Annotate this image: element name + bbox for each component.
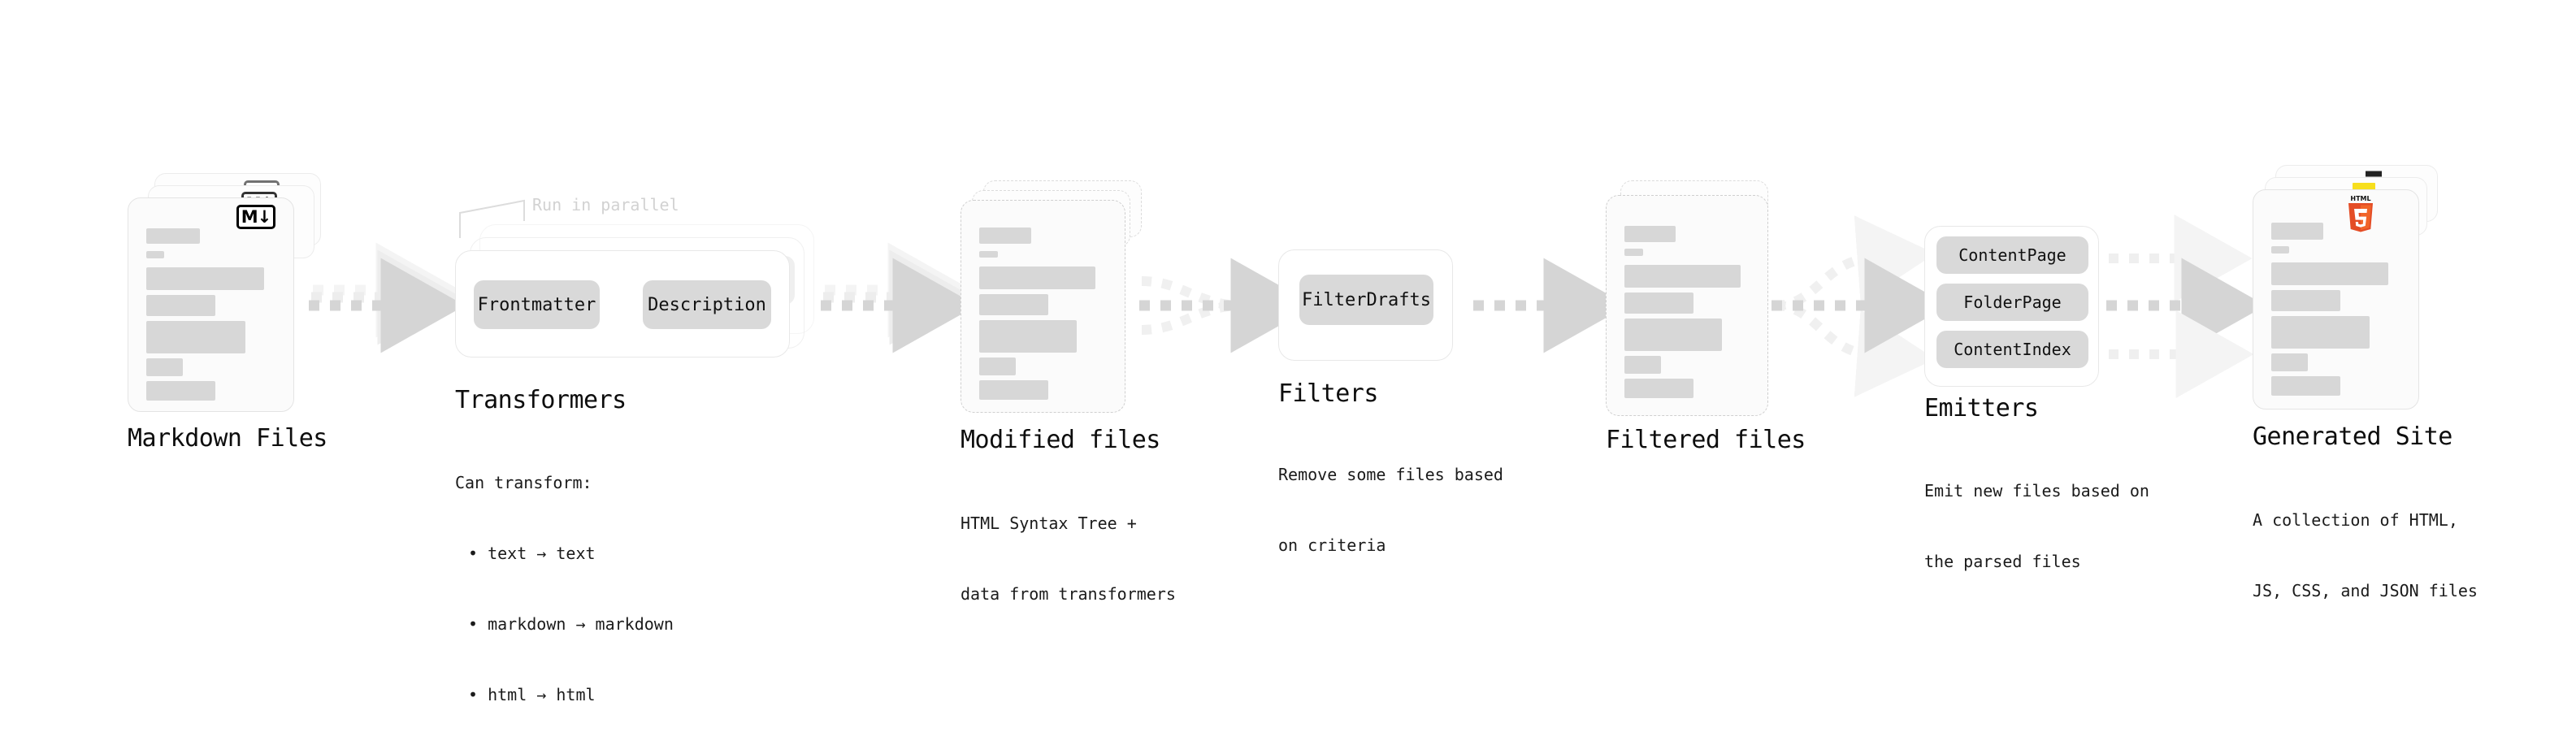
skeleton-bar <box>979 294 1048 315</box>
chip-contentindex[interactable]: ContentIndex <box>1936 331 2088 368</box>
stage-title-filters: Filters <box>1278 379 1378 408</box>
transformers-sub-line: • text → text <box>468 544 596 563</box>
emitters-panel: ContentPage FolderPage ContentIndex <box>1924 226 2099 387</box>
skeleton-bar <box>1624 226 1676 242</box>
transformers-sub-line: • html → html <box>468 685 596 704</box>
skeleton-bar <box>979 320 1077 353</box>
skeleton-bar <box>1624 356 1661 374</box>
connector-filtered-to-emitters <box>1772 215 1949 397</box>
filters-sub-line: on criteria <box>1278 535 1386 555</box>
skeleton-bar <box>979 266 1095 289</box>
markdown-card-front <box>128 197 294 412</box>
emitters-sub-line: Emit new files based on <box>1924 481 2149 500</box>
skeleton-bar <box>2271 376 2340 396</box>
skeleton-bar <box>1624 379 1693 398</box>
skeleton-bar <box>1624 318 1722 351</box>
connector-md-to-transformers <box>309 242 466 353</box>
site-sub-line: JS, CSS, and JSON files <box>2253 581 2478 600</box>
skeleton-bar <box>146 251 164 258</box>
html5-icon: HTML <box>2344 193 2377 232</box>
transformers-sub-line: Can transform: <box>455 473 592 492</box>
emitters-sub-line: the parsed files <box>1924 552 2081 571</box>
run-in-parallel-label: Run in parallel <box>532 195 679 214</box>
filters-sub-line: Remove some files based <box>1278 465 1503 484</box>
skeleton-bar <box>2271 353 2308 371</box>
skeleton-bar <box>1624 292 1693 314</box>
stage-title-generated-site: Generated Site <box>2253 422 2452 451</box>
generated-site-description: A collection of HTML, JS, CSS, and JSON … <box>2253 462 2478 650</box>
skeleton-bar <box>979 380 1048 400</box>
chip-description[interactable]: Description <box>643 280 771 329</box>
filters-panel: FilterDrafts <box>1278 249 1453 361</box>
skeleton-bar <box>146 358 183 376</box>
skeleton-bar <box>2271 223 2323 240</box>
filtered-card-front <box>1606 195 1768 416</box>
skeleton-bar <box>2271 262 2388 285</box>
skeleton-bar <box>979 251 998 258</box>
skeleton-bar <box>146 228 200 244</box>
chip-contentpage[interactable]: ContentPage <box>1936 236 2088 274</box>
modified-sub-line: data from transformers <box>961 584 1176 604</box>
chip-folderpage[interactable]: FolderPage <box>1936 284 2088 321</box>
skeleton-bar <box>2271 316 2370 349</box>
transformers-sub-line: • markdown → markdown <box>468 614 674 634</box>
chip-frontmatter[interactable]: Frontmatter <box>474 280 600 329</box>
svg-text:HTML: HTML <box>2350 195 2370 202</box>
stage-title-transformers: Transformers <box>455 386 627 414</box>
chip-filterdrafts[interactable]: FilterDrafts <box>1299 275 1433 325</box>
stage-title-modified-files: Modified files <box>961 426 1160 454</box>
modified-sub-line: HTML Syntax Tree + <box>961 514 1137 533</box>
stage-title-markdown-files: Markdown Files <box>128 424 327 453</box>
stage-title-emitters: Emitters <box>1924 394 2039 422</box>
skeleton-bar <box>2271 290 2340 311</box>
transformers-description: Can transform: • text → text • markdown … <box>455 424 674 754</box>
filters-description: Remove some files based on criteria <box>1278 416 1503 604</box>
skeleton-bar <box>146 321 245 353</box>
pipeline-diagram: M↓ M↓ M↓ Markdown Files Run in parallel … <box>128 165 2478 704</box>
modified-card-front <box>961 200 1125 413</box>
markdown-badge-icon: M↓ <box>236 205 275 229</box>
skeleton-bar <box>1624 249 1643 256</box>
connector-emitters-to-site <box>2106 214 2266 398</box>
site-card-front <box>2253 189 2419 410</box>
skeleton-bar <box>146 295 215 316</box>
skeleton-bar <box>979 228 1031 244</box>
modified-files-description: HTML Syntax Tree + data from transformer… <box>961 465 1176 653</box>
skeleton-bar <box>2271 246 2289 254</box>
skeleton-bar <box>1624 265 1741 288</box>
site-sub-line: A collection of HTML, <box>2253 510 2458 530</box>
stage-title-filtered-files: Filtered files <box>1606 426 1806 454</box>
emitters-description: Emit new files based on the parsed files <box>1924 432 2149 621</box>
transformers-panel-front: Frontmatter Description <box>455 250 790 358</box>
skeleton-bar <box>146 267 264 290</box>
skeleton-bar <box>979 358 1016 375</box>
skeleton-bar <box>146 381 215 401</box>
connector-modified-to-filters <box>1139 258 1316 353</box>
connector-transformers-to-modified <box>821 242 978 353</box>
